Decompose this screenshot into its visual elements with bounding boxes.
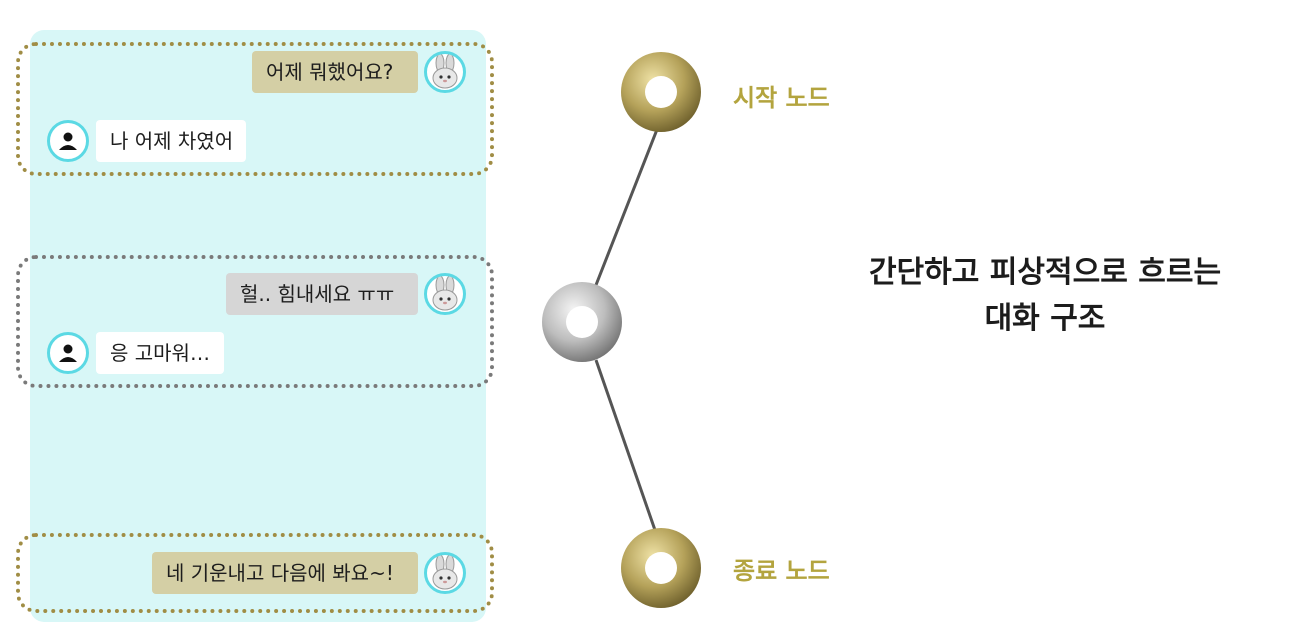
end-node-label: 종료 노드: [733, 557, 830, 585]
flow-edge: [594, 359, 658, 534]
caption-line-2: 대화 구조: [984, 301, 1106, 336]
bot-message-bubble: 헐.. 힘내세요 ㅠㅠ: [226, 273, 418, 315]
user-avatar-icon: [47, 332, 89, 374]
bunny-avatar-icon: [424, 51, 466, 93]
middle-node-icon: [542, 282, 622, 362]
bunny-avatar-icon: [424, 273, 466, 315]
user-avatar-icon: [47, 120, 89, 162]
dialog-group-end: [16, 533, 494, 613]
diagram-caption: 간단하고 피상적으로 흐르는 대화 구조: [840, 250, 1250, 342]
bot-message-bubble: 어제 뭐했어요?: [252, 51, 418, 93]
bunny-avatar-icon: [424, 552, 466, 594]
start-node-label: 시작 노드: [733, 84, 830, 112]
user-message-bubble: 응 고마워…: [96, 332, 224, 374]
flow-edge: [594, 126, 660, 286]
user-message-bubble: 나 어제 차였어: [96, 120, 246, 162]
dialog-group-start: [16, 42, 494, 176]
caption-line-1: 간단하고 피상적으로 흐르는: [868, 255, 1222, 290]
end-node-icon: [621, 528, 701, 608]
dialog-group-middle: [16, 255, 494, 388]
start-node-icon: [621, 52, 701, 132]
bot-message-bubble: 네 기운내고 다음에 봐요~!: [152, 552, 418, 594]
